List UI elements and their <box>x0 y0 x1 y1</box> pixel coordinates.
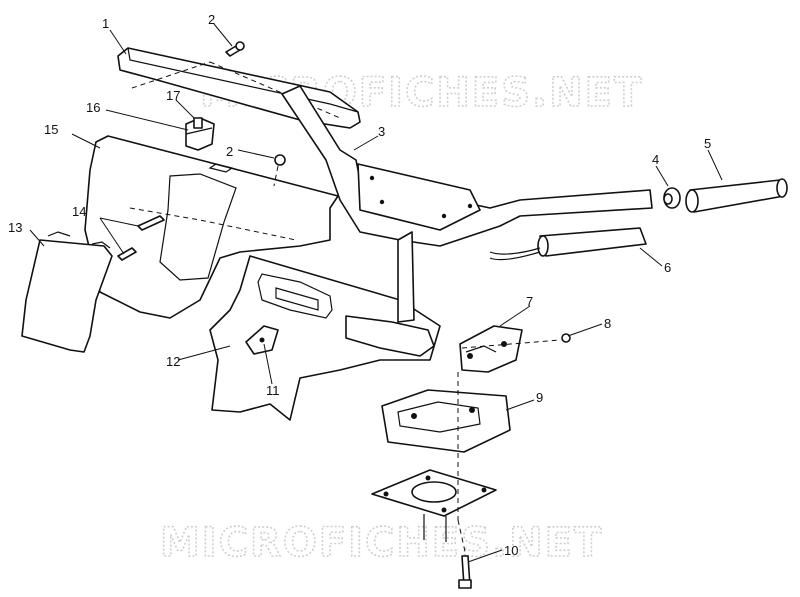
callout-2b: 2 <box>226 144 233 159</box>
callout-12: 12 <box>166 354 180 369</box>
callout-1: 1 <box>102 16 109 31</box>
callout-14: 14 <box>72 204 86 219</box>
assembly-line-clamp <box>461 339 561 349</box>
callout-9: 9 <box>536 390 543 405</box>
callout-2a: 2 <box>208 12 215 27</box>
screw-2a-part <box>225 41 245 57</box>
callout-5: 5 <box>704 136 711 151</box>
callout-16: 16 <box>86 100 100 115</box>
mount-bracket-part <box>245 325 279 355</box>
screw-2b-part <box>273 154 286 187</box>
flap-part <box>21 231 113 353</box>
handlebar-part <box>281 85 653 357</box>
callout-10: 10 <box>504 543 518 558</box>
callout-17: 17 <box>166 88 180 103</box>
callout-3: 3 <box>378 124 385 139</box>
screw-14a-part <box>137 215 165 231</box>
callout-4: 4 <box>652 152 659 167</box>
watermark-bottom: MICROFICHES.NET <box>160 520 603 566</box>
leader-lines <box>29 23 723 563</box>
handlebar-end-ring <box>663 187 681 209</box>
upper-clamp-part <box>459 325 523 373</box>
riser-block-part <box>381 389 511 453</box>
switch-part <box>185 117 215 151</box>
grip-part <box>685 178 788 213</box>
steering-plate-part <box>371 469 497 542</box>
callout-11: 11 <box>266 383 280 398</box>
callout-13: 13 <box>8 220 22 235</box>
heated-grip-part <box>489 227 647 261</box>
callout-8: 8 <box>604 316 611 331</box>
screw-14b-part <box>117 247 137 261</box>
callout-6: 6 <box>664 260 671 275</box>
assembly-line-bolt <box>457 519 467 557</box>
callout-15: 15 <box>44 122 58 137</box>
lower-mount-plate <box>209 255 441 421</box>
callout-7: 7 <box>526 294 533 309</box>
